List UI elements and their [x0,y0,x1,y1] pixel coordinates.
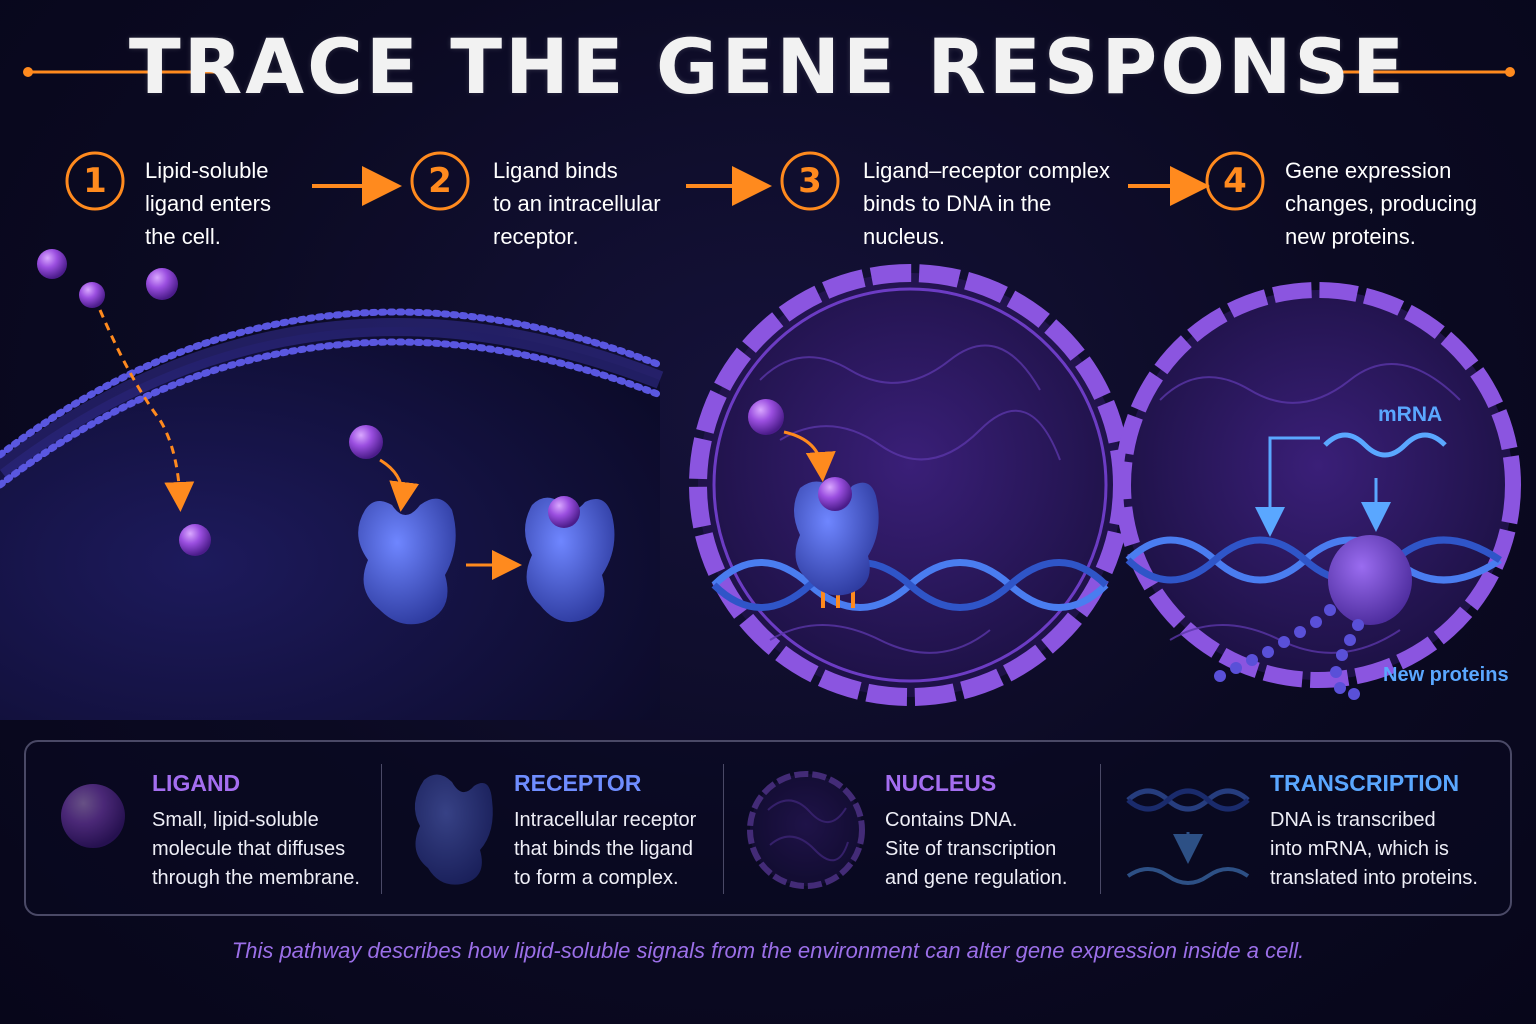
step-2-circle [410,151,470,211]
legend-nucleus-title: NUCLEUS [885,770,997,796]
step-1-circle [65,151,125,211]
legend-receptor-title: RECEPTOR [514,770,642,796]
extracellular-ligands [37,249,178,308]
step-4-number: 4 [1223,161,1247,201]
step-1-number: 1 [83,161,107,201]
approaching-ligand [349,425,383,459]
title-decoration-right [1326,67,1515,77]
step-2-number: 2 [428,161,452,201]
cell-membrane [0,308,664,720]
bound-ligand [548,496,580,528]
step-3-circle [780,151,840,211]
receptor-unbound [358,498,456,625]
binding-arrow [379,458,420,512]
new-proteins-label: New proteins [1383,664,1509,686]
page-title: TRACE THE GENE RESPONSE [128,22,1408,111]
nucleus-step-4 [1115,282,1521,700]
legend-transcription-title: TRANSCRIPTION [1270,770,1460,796]
legend-divider-1 [381,764,382,894]
step-3-number: 3 [798,161,822,201]
receptor-bound [525,497,615,623]
legend-panel [24,740,1512,916]
title-decoration-left [23,67,220,77]
nucleus-step-3 [689,264,1131,706]
footer-caption: This pathway describes how lipid-soluble… [231,938,1305,963]
mrna-label: mRNA [1378,403,1443,426]
legend-divider-2 [723,764,724,894]
legend-ligand-title: LIGAND [152,770,241,796]
internal-ligand [179,524,211,556]
legend-divider-3 [1100,764,1101,894]
